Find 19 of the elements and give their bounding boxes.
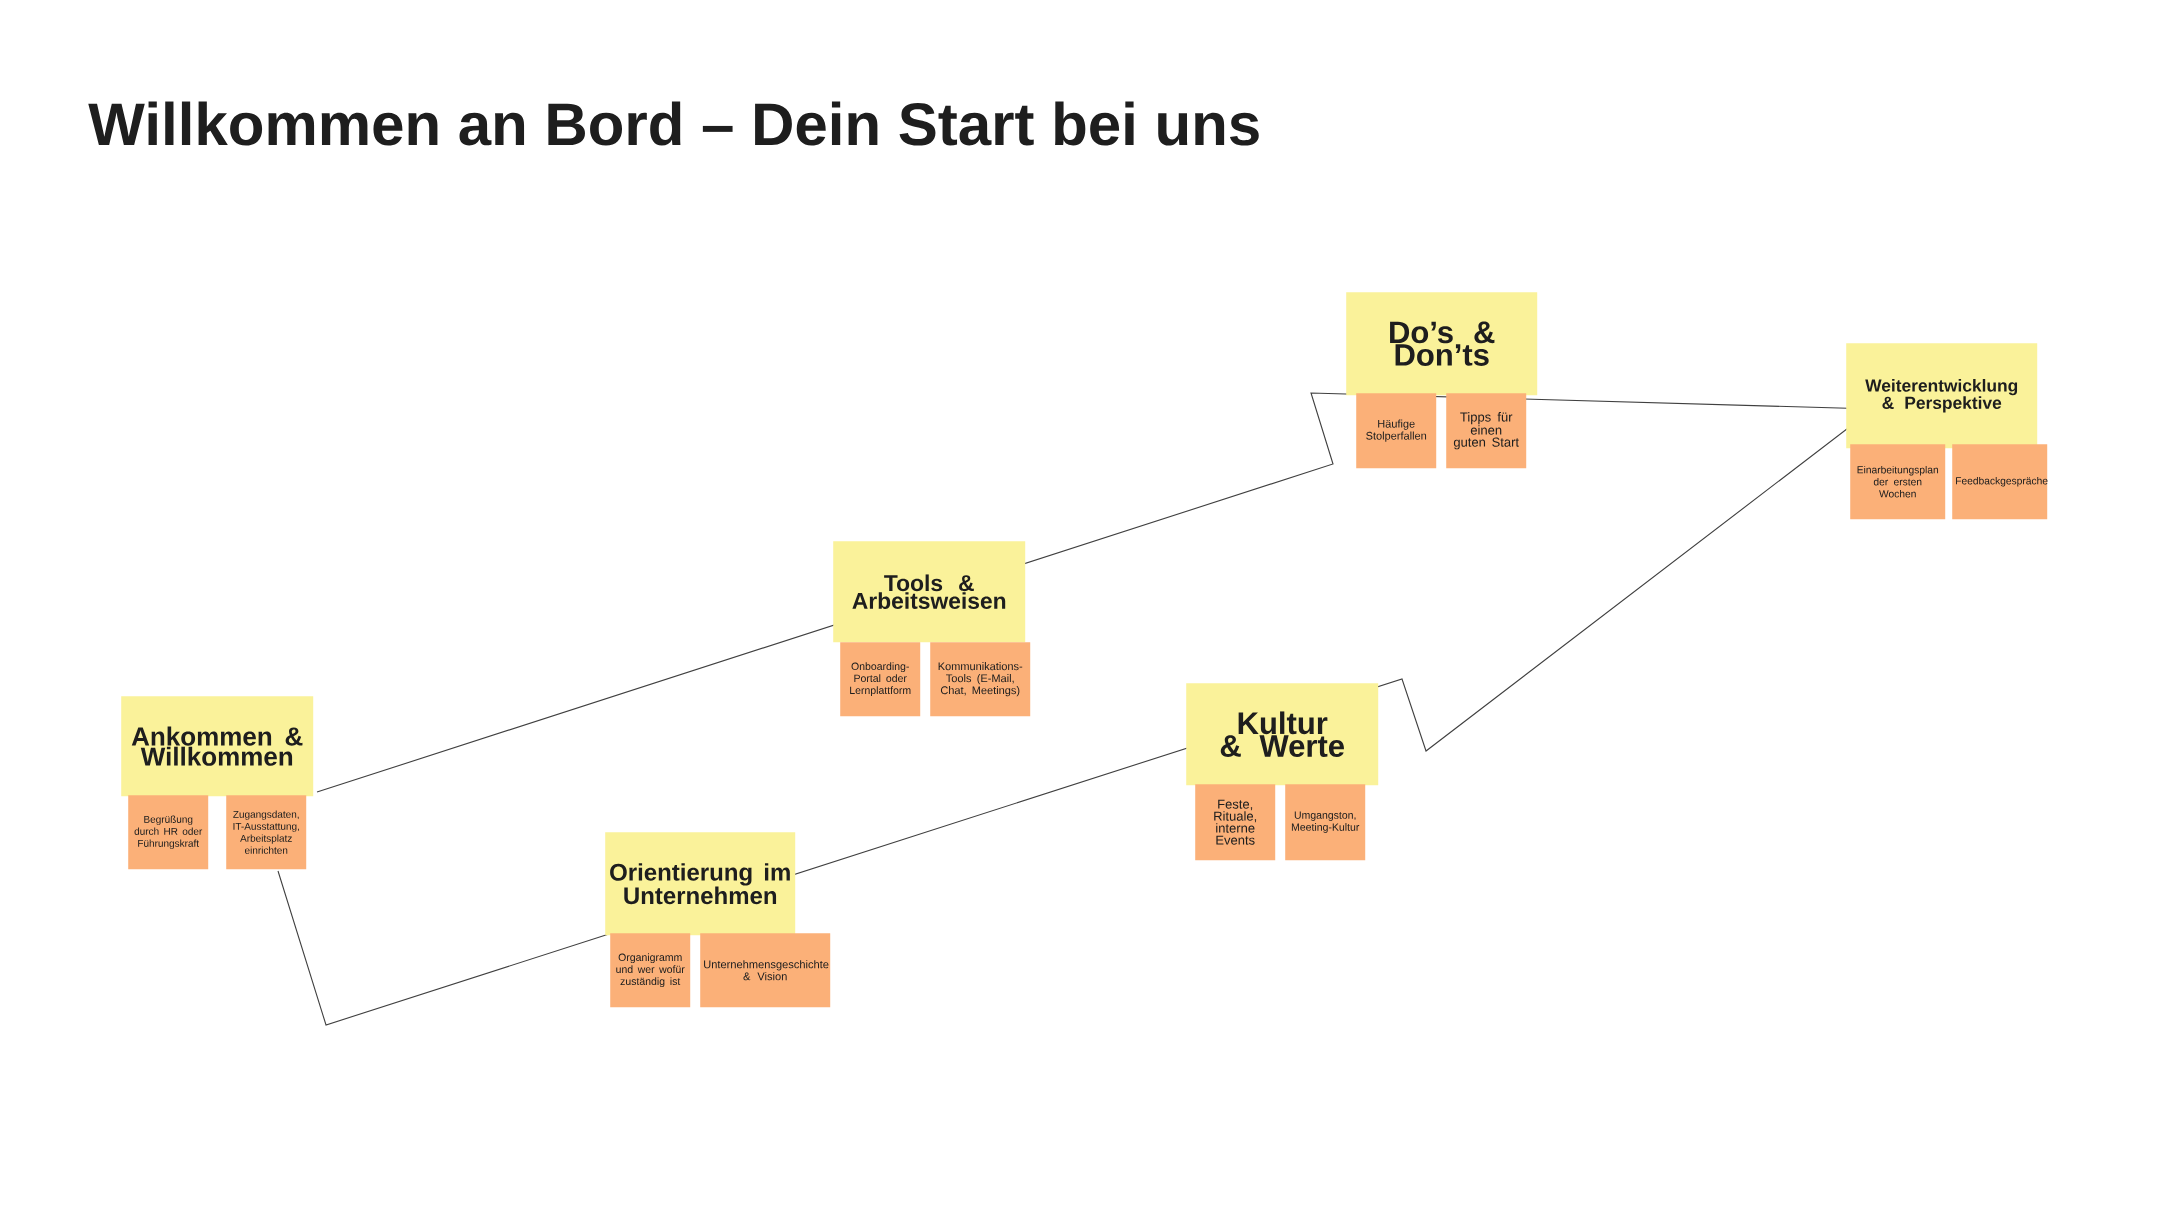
sticky-note: Organigramm und wer wofür zuständig ist [610, 933, 691, 1008]
sticky-note: Do’s & Don’ts [1346, 292, 1538, 396]
sticky-note: Kommunikations-Tools (E-Mail, Chat, Meetings) [930, 642, 1031, 717]
sticky-note: Begrüßung durch HR oder Führungskraft [128, 795, 209, 870]
sticky-note: Feedbackgespräche [1952, 444, 2048, 520]
sticky-note: Unternehmensgeschichte & Vision [700, 933, 831, 1008]
sticky-note: Häufige Stolperfallen [1356, 393, 1437, 469]
sticky-note: Weiterentwicklung & Perspektive [1846, 343, 2038, 449]
sticky-note: Einarbeitungsplan der ersten Wochen [1850, 444, 1946, 520]
sticky-note: Feste, Rituale, interne Events [1195, 784, 1276, 861]
sticky-note: Tipps für einen guten Start [1446, 393, 1527, 469]
sticky-note: Onboarding-Portal oder Lernplattform [840, 642, 921, 717]
title: Willkommen an Bord – Dein Start bei uns [88, 101, 1259, 146]
sticky-note: Kultur & Werte [1186, 683, 1379, 786]
sticky-note: Zugangsdaten, IT-Ausstattung, Arbeitsplatz einrichten [226, 795, 307, 870]
sticky-note: Tools & Arbeitsweisen [833, 541, 1026, 643]
sticky-note: Orientierung im Unternehmen [605, 832, 796, 936]
sticky-note: Ankommen & Willkommen [121, 696, 314, 797]
sticky-note: Umgangston, Meeting-Kultur [1285, 784, 1366, 861]
